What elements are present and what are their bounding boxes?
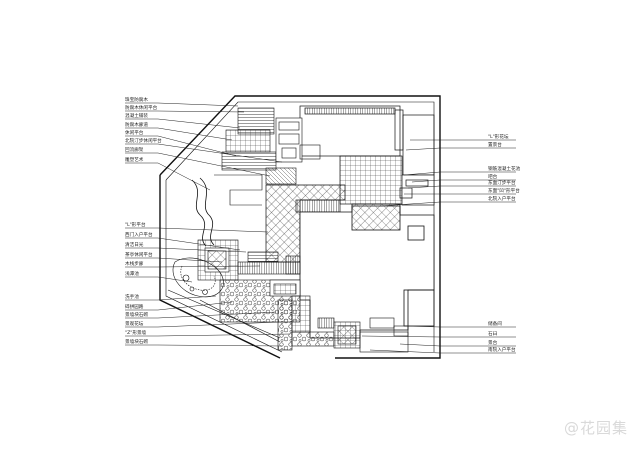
left-leader-12: [125, 257, 223, 263]
left-leader-9: [125, 227, 269, 233]
right-label-11: 南院入户平台: [488, 348, 516, 353]
left-leader-19: [125, 333, 291, 337]
right-leader-8: [403, 325, 516, 328]
left-label-18: 景观花坛: [125, 322, 144, 327]
left-label-14: 浅潭池: [125, 272, 139, 277]
house-outline: [299, 203, 435, 339]
right-leader-10: [399, 343, 516, 347]
left-leader-2: [125, 110, 245, 113]
left-label-17: 景墙块石砌: [125, 313, 148, 318]
right-label-9: 石臼: [488, 332, 498, 337]
left-label-13: 木栈步廊: [125, 262, 144, 267]
right-label-3: 钢筋混凝土花池: [488, 167, 521, 172]
left-leader-17: [125, 311, 277, 319]
left-label-3: 混凝土铺装: [125, 114, 148, 119]
right-label-1: "L"形花坛: [488, 135, 509, 140]
left-label-10: 西门入户平台: [125, 233, 153, 238]
left-label-16: 碎拼园路: [125, 305, 144, 310]
left-leader-6: [125, 143, 283, 163]
left-leader-13: [125, 265, 261, 268]
left-label-19: "Z"形景墙: [125, 331, 147, 336]
right-label-4: 吧台: [488, 175, 498, 180]
watermark-text: @花园集: [563, 419, 628, 437]
right-label-7: 北院入户平台: [488, 197, 516, 202]
left-leader-15: [125, 295, 217, 301]
left-leader-18: [125, 321, 281, 328]
left-label-7: 回流廊架: [125, 148, 144, 153]
left-leader-7: [125, 152, 271, 177]
right-leader-9: [361, 335, 516, 338]
right-leader-7: [379, 201, 516, 207]
left-leader-8: [125, 162, 211, 191]
right-label-2: 置景台: [488, 143, 502, 148]
l-shaped-platform: [265, 184, 346, 263]
label-leader-lines: [125, 102, 516, 354]
left-leader-4: [125, 127, 233, 141]
right-label-6: 东面"凹"形平台: [488, 189, 520, 194]
site-boundary: [159, 95, 441, 359]
central-court: [339, 155, 435, 206]
left-leader-10: [125, 237, 241, 251]
left-label-1: 珠宝防腐木: [125, 98, 148, 103]
left-leader-11: [125, 247, 247, 253]
south-paving: [277, 295, 409, 353]
right-label-8: 储备间: [488, 322, 502, 327]
left-label-12: 茶亭休闲平台: [125, 253, 153, 258]
left-label-20: 景墙块石砌: [125, 340, 148, 345]
left-label-9: "L"形平台: [125, 223, 146, 228]
left-leader-14: [125, 276, 193, 283]
left-label-6: 北院汀步休闲平台: [125, 139, 162, 144]
left-label-11: 清洁日光: [125, 243, 144, 248]
left-leader-16: [125, 301, 233, 311]
left-label-4: 防腐木廊道: [125, 123, 148, 128]
left-leader-20: [125, 344, 283, 347]
left-leader-3: [125, 118, 241, 129]
right-leader-5: [407, 185, 516, 189]
right-label-5: 东面汀步平台: [488, 181, 516, 186]
right-leader-4: [411, 179, 516, 183]
right-leader-2: [405, 147, 516, 151]
left-label-2: 防腐木休闲平台: [125, 106, 158, 111]
nw-decks: [221, 107, 321, 185]
right-label-10: 景台: [488, 341, 498, 346]
right-leader-11: [369, 349, 516, 354]
left-label-8: 雕塑艺术: [125, 158, 144, 163]
left-label-5: 休闲平台: [125, 131, 144, 136]
left-label-15: 洗手池: [125, 295, 139, 300]
left-leader-1: [125, 102, 239, 107]
left-leader-5: [125, 135, 237, 157]
right-leader-3: [403, 171, 516, 176]
